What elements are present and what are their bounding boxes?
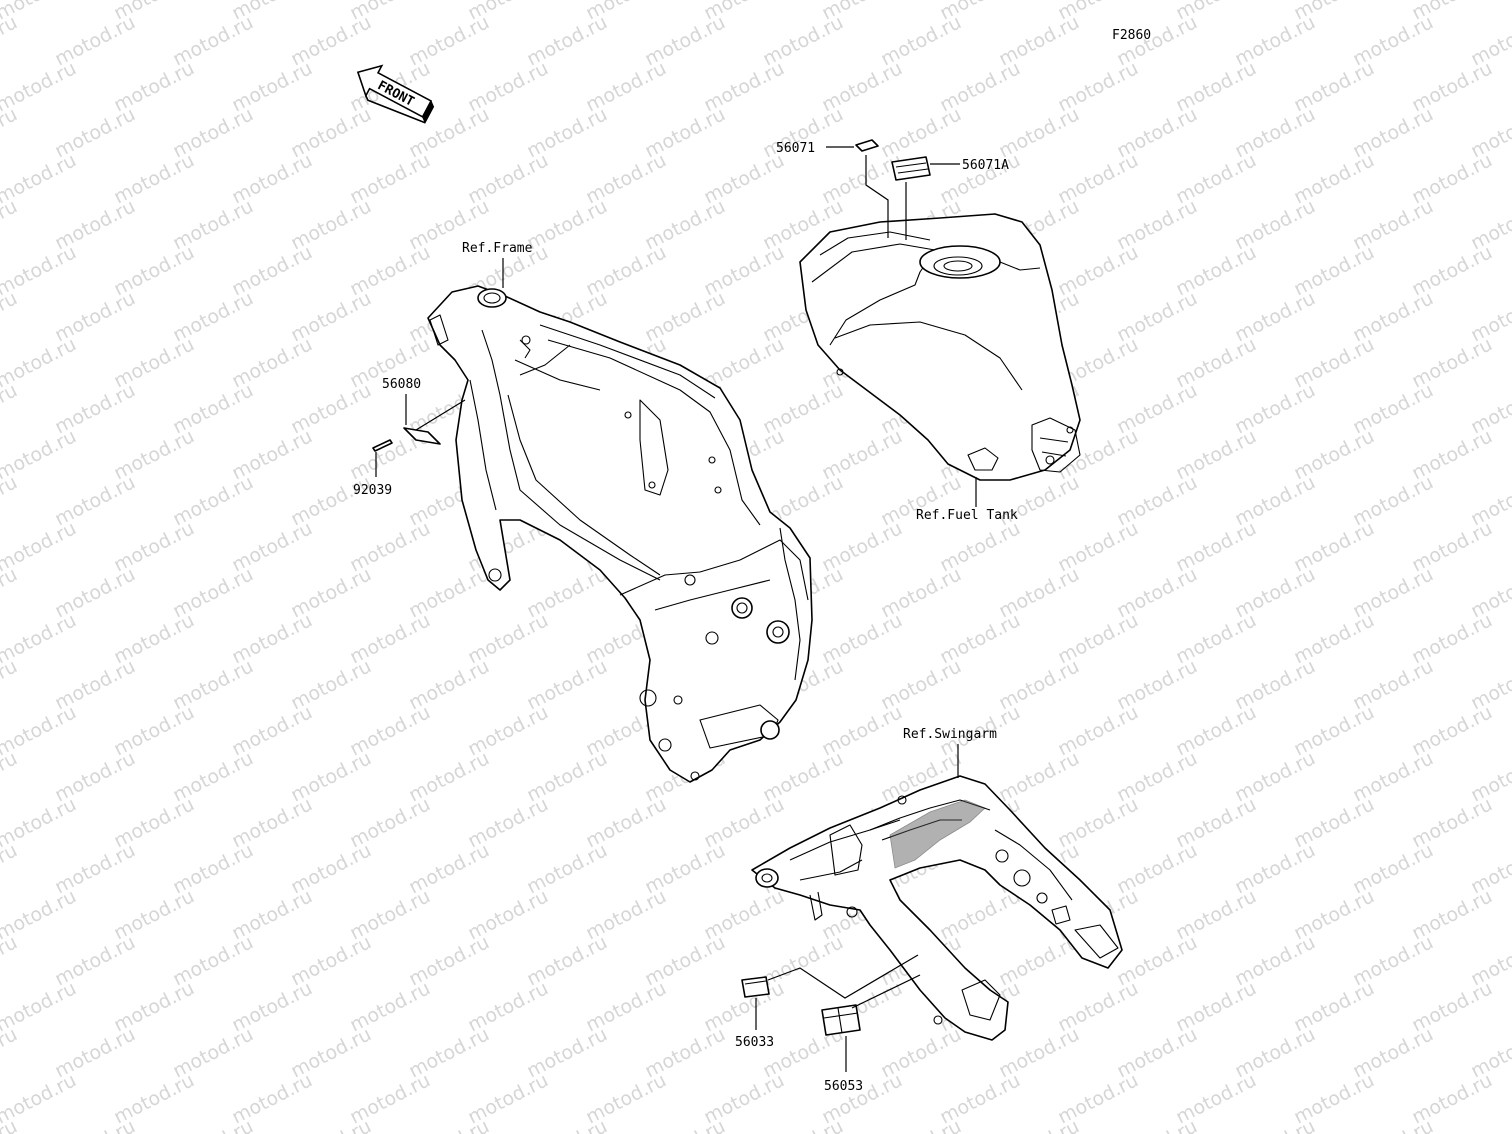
- ref-swingarm-label: Ref.Swingarm: [903, 727, 997, 742]
- ref-fuel-tank-label: Ref.Fuel Tank: [916, 508, 1018, 523]
- diagram-code: F2860: [1112, 28, 1151, 43]
- watermark-text: motod.ru: [1467, 11, 1512, 70]
- fuel-tank-illustration: [799, 213, 1081, 481]
- watermark-text: motod.ru: [0, 195, 21, 254]
- watermark-text: motod.ru: [0, 655, 21, 714]
- watermark-text: motod.ru: [0, 747, 21, 806]
- watermark-text: motod.ru: [0, 931, 21, 990]
- watermark-text: motod.ru: [51, 1115, 139, 1134]
- watermark-text: motod.ru: [1467, 931, 1512, 990]
- watermark-text: motod.ru: [0, 379, 21, 438]
- watermark-text: motod.ru: [1467, 563, 1512, 622]
- watermark-text: motod.ru: [1467, 655, 1512, 714]
- part-56071-label: 56071: [776, 141, 815, 156]
- part-56053-decal: [821, 1004, 861, 1036]
- watermark-text: motod.ru: [1467, 839, 1512, 898]
- watermark-text: motod.ru: [0, 103, 21, 162]
- watermark-text: motod.ru: [0, 11, 21, 70]
- watermark-text: motod.ru: [0, 287, 21, 346]
- watermark-text: motod.ru: [1467, 195, 1512, 254]
- part-56080-pointer: [415, 399, 466, 431]
- part-56071-pointer: [865, 155, 889, 238]
- watermark-text: motod.ru: [1349, 1115, 1437, 1134]
- watermark-text: motod.ru: [1467, 287, 1512, 346]
- watermark-text: motod.ru: [0, 839, 21, 898]
- part-56071a-decal: [891, 156, 931, 181]
- part-92039-label: 92039: [353, 483, 392, 498]
- watermark-text: motod.ru: [169, 1115, 257, 1134]
- watermark-text: motod.ru: [1467, 747, 1512, 806]
- watermark-text: motod.ru: [523, 1115, 611, 1134]
- part-56053-label: 56053: [824, 1079, 863, 1094]
- watermark-text: motod.ru: [287, 1115, 375, 1134]
- watermark-text: motod.ru: [641, 1115, 729, 1134]
- watermark-text: motod.ru: [1113, 1115, 1201, 1134]
- watermark-text: motod.ru: [1467, 471, 1512, 530]
- watermark-text: motod.ru: [1231, 1115, 1319, 1134]
- part-56071-decal: [855, 139, 879, 152]
- watermark-text: motod.ru: [0, 1023, 21, 1082]
- watermark-text: motod.ru: [0, 563, 21, 622]
- frame-illustration: [427, 285, 813, 783]
- part-56071a-label: 56071A: [962, 158, 1009, 173]
- watermark-text: motod.ru: [1467, 1023, 1512, 1082]
- watermark-text: motod.ru: [877, 1115, 965, 1134]
- watermark-text: motod.ru: [1467, 379, 1512, 438]
- watermark-text: motod.ru: [1467, 1115, 1512, 1134]
- part-56033-pointer: [767, 954, 919, 999]
- ref-frame-label: Ref.Frame: [462, 241, 533, 256]
- part-56053-pointer: [851, 974, 921, 1009]
- watermark-text: motod.ru: [759, 1115, 847, 1134]
- watermark-text: motod.ru: [1467, 103, 1512, 162]
- swingarm-illustration: [751, 775, 1123, 1041]
- watermark-text: motod.ru: [995, 1115, 1083, 1134]
- part-56033-decal: [741, 976, 770, 998]
- watermark-text: motod.ru: [0, 471, 21, 530]
- part-92039-rivet: [372, 439, 393, 452]
- watermark-text: motod.ru: [405, 1115, 493, 1134]
- part-56033-label: 56033: [735, 1035, 774, 1050]
- part-56080-label: 56080: [382, 377, 421, 392]
